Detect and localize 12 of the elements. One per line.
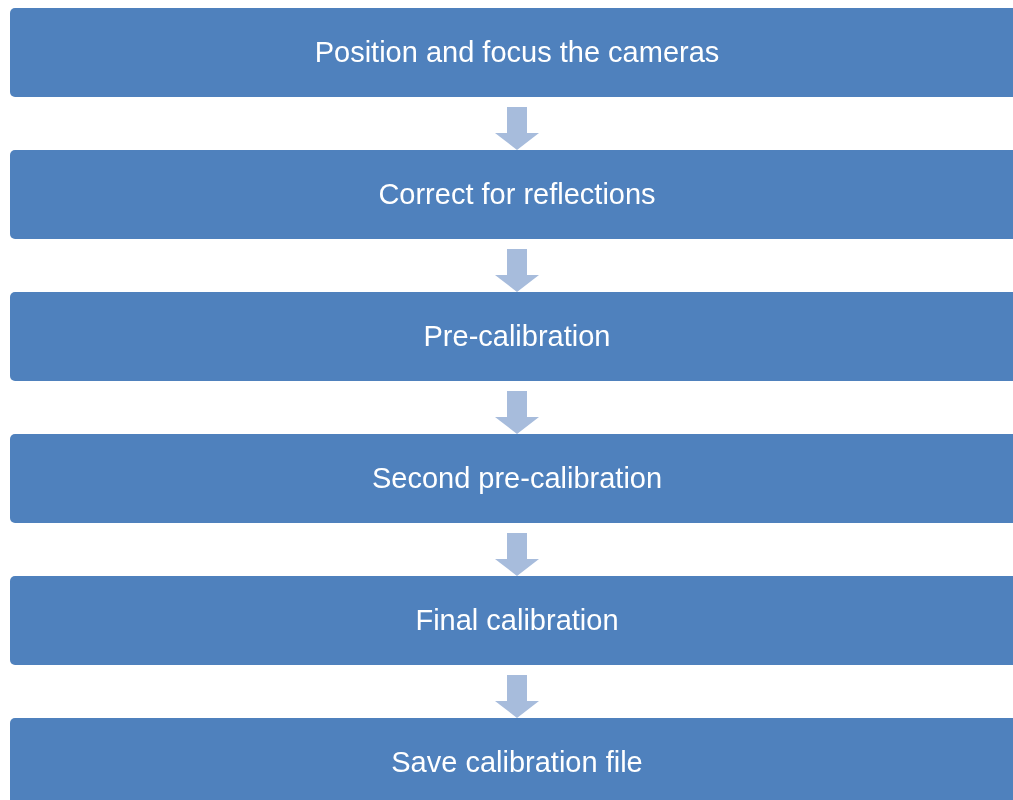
step-label: Correct for reflections xyxy=(378,178,656,211)
process-box xyxy=(10,150,1013,239)
step-label: Final calibration xyxy=(415,604,619,637)
step-label: Second pre-calibration xyxy=(371,462,663,495)
step-label: Save calibration file xyxy=(391,746,643,779)
process-box xyxy=(10,718,1013,800)
process-box xyxy=(10,8,1013,97)
process-box xyxy=(10,292,1013,381)
process-box xyxy=(10,434,1013,523)
step-label: Pre-calibration xyxy=(423,320,611,353)
step-label: Position and focus the cameras xyxy=(314,36,720,69)
process-box xyxy=(10,576,1013,665)
